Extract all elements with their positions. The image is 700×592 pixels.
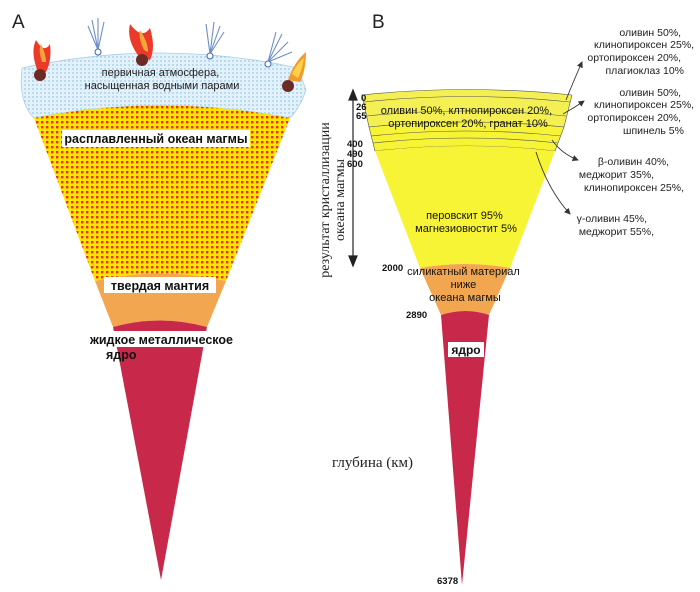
impactor-icon: [282, 52, 306, 92]
core-b-label-box: [448, 342, 484, 357]
magma-ocean-label: расплавленный океан магмы: [64, 132, 247, 146]
atmosphere-layer: [20, 52, 307, 119]
silicate-layer: [420, 264, 510, 315]
core-label-b: ядро: [451, 343, 480, 357]
svg-text:результат кристаллизации: результат кристаллизации: [318, 122, 333, 278]
impactor-icon: [129, 24, 153, 66]
panel-a: A: [12, 12, 307, 580]
depth-tick: 65: [356, 111, 367, 122]
lower-mantle-label: перовскит 95% магнезиовюстит 5%: [415, 210, 517, 235]
depth-ticks: 0 26 65 400 490 600 2000 2890 6378: [347, 93, 458, 587]
solid-mantle-label: твердая мантия: [111, 279, 209, 293]
depth-tick: 2890: [406, 310, 427, 321]
depth-axis-label: глубина (км): [332, 455, 413, 471]
upper-layer-label: оливин 50%, клтнопироксен 20%, ортопирок…: [381, 105, 555, 130]
solid-mantle-label-box: [104, 277, 216, 293]
panel-a-letter: A: [12, 12, 25, 33]
crystallization-range-arrow: [348, 88, 358, 268]
lower-mantle-layer: [375, 146, 555, 268]
impactor-icon: [33, 40, 51, 81]
depth-tick: 490: [347, 149, 363, 160]
callout-upper: оливин 50%, клинопироксен 25%, ортопирок…: [587, 27, 697, 77]
comet-icon: [264, 31, 293, 68]
depth-tick: 26: [356, 102, 367, 113]
core-label-box: [86, 331, 234, 347]
depth-tick: 600: [347, 159, 363, 170]
svg-text:океана магмы: океана магмы: [333, 158, 348, 241]
callout-connectors: [535, 61, 585, 215]
liquid-core-label: жидкое металлическое ядро: [89, 333, 236, 362]
panel-b: B 0 26 65 400 490 600 2000 2890 6378: [318, 12, 697, 587]
callout-spinel: оливин 50%, клинопироксен 25%, ортопирок…: [587, 87, 697, 137]
depth-tick: 400: [347, 139, 363, 150]
magma-label-box: [62, 130, 250, 147]
silicate-label: силикатный материал ниже океана магмы: [407, 266, 523, 304]
depth-tick: 6378: [437, 576, 458, 587]
panel-b-letter: B: [372, 12, 385, 33]
comet-icon: [87, 18, 105, 56]
liquid-core-layer: [113, 320, 207, 580]
callout-beta-olivine: β-оливин 40%, меджорит 35%, клинопироксе…: [579, 156, 684, 194]
vertical-axis-label: результат кристаллизации океана магмы: [318, 122, 348, 278]
core-layer-b: [441, 311, 489, 585]
comet-icon: [205, 21, 225, 60]
depth-tick: 2000: [382, 263, 403, 274]
depth-tick: 0: [361, 93, 366, 104]
callout-gamma-olivine: γ-оливин 45%, меджорит 55%,: [577, 213, 654, 238]
boundary-lines: [363, 96, 571, 144]
atmosphere-label: первичная атмосфера, насыщенная водными …: [85, 67, 240, 92]
magma-ocean-layer: [34, 105, 290, 281]
